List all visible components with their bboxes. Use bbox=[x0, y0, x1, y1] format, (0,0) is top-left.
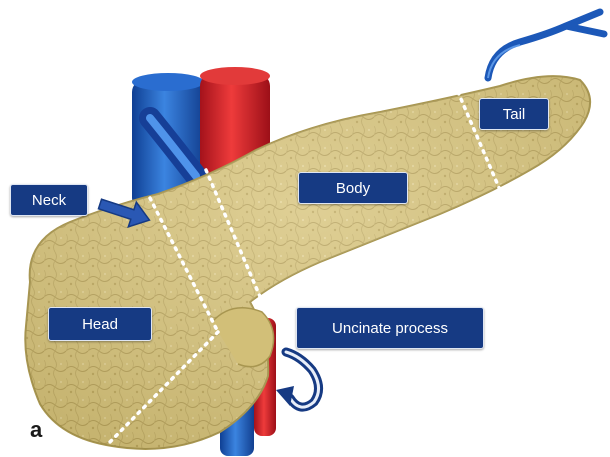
label-uncinate-process: Uncinate process bbox=[296, 307, 484, 349]
panel-letter: a bbox=[30, 417, 42, 443]
label-neck: Neck bbox=[10, 184, 88, 216]
label-body: Body bbox=[298, 172, 408, 204]
splenic-vessel bbox=[488, 12, 604, 78]
label-head: Head bbox=[48, 307, 152, 341]
label-tail: Tail bbox=[479, 98, 549, 130]
